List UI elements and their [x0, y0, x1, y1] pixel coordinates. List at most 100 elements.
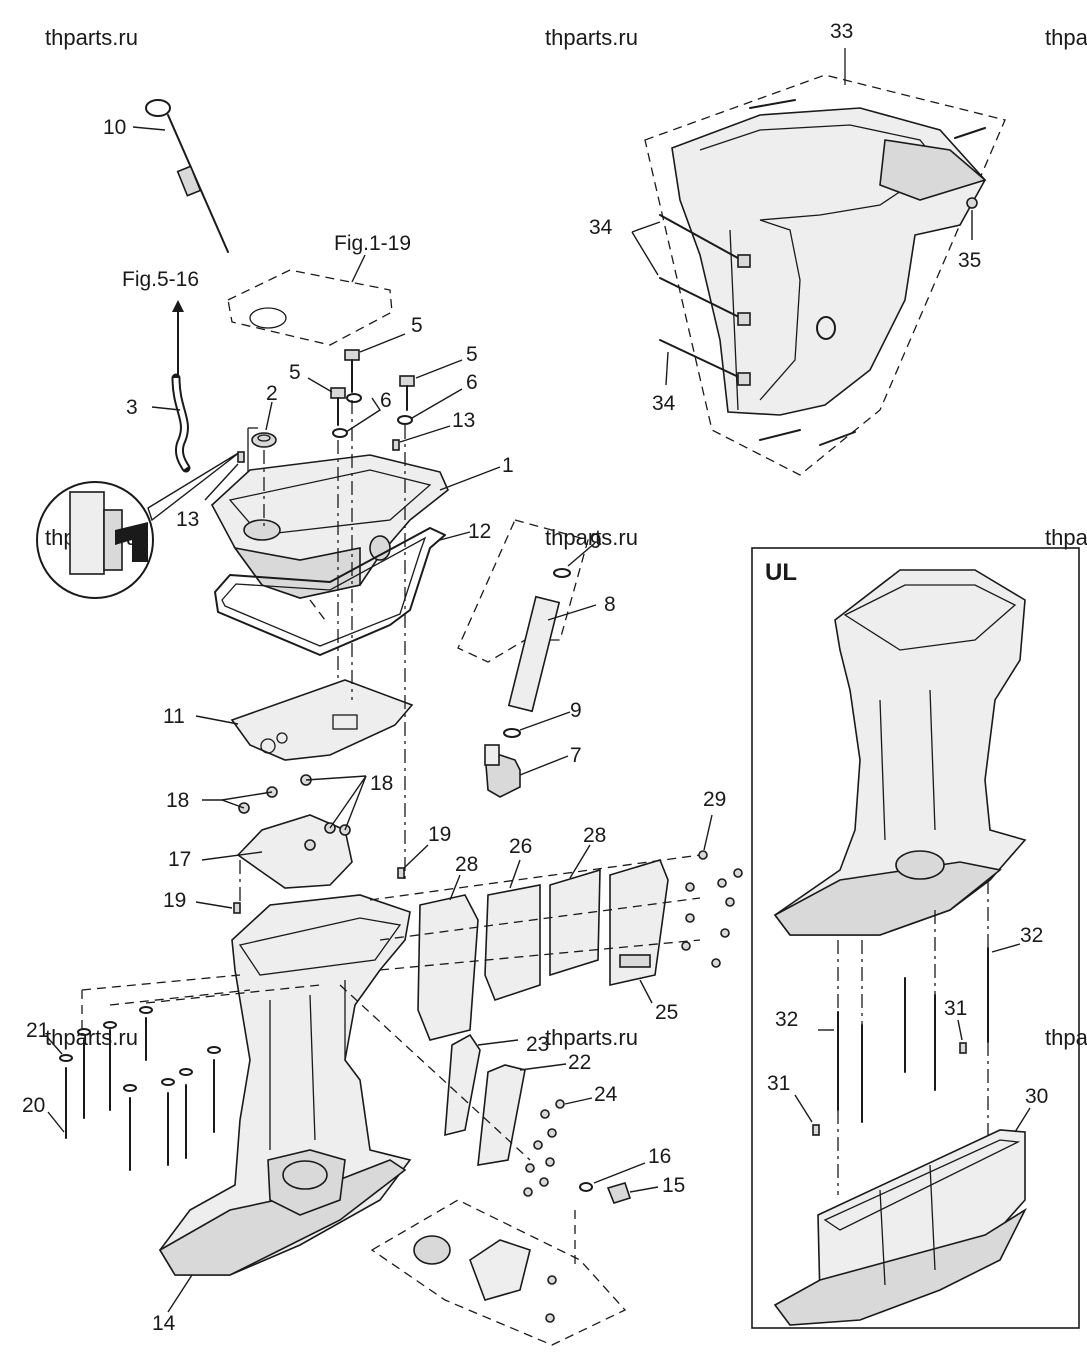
- washer-21: [123, 1084, 137, 1092]
- leader-18: [202, 799, 245, 809]
- washer-21: [139, 1006, 153, 1014]
- rear-plates: [339, 984, 593, 1197]
- washer-21: [207, 1046, 221, 1054]
- watermark: thparts.ru: [45, 1025, 138, 1050]
- plate-28: [417, 894, 479, 1041]
- bolt-29: [685, 913, 695, 923]
- plate-28: [549, 868, 601, 977]
- leader-5: [307, 377, 333, 393]
- leader-9: [519, 711, 571, 731]
- side-plates: [369, 814, 743, 1041]
- leader-5: [359, 333, 406, 353]
- leader-19: [195, 901, 233, 909]
- apron-hole: [816, 316, 836, 340]
- callout-label: 18: [370, 772, 393, 795]
- callout-label: 5: [466, 343, 478, 366]
- leader-2: [265, 401, 273, 431]
- bolt-5-head: [330, 387, 346, 399]
- ul-frame: [751, 547, 1080, 1329]
- gasket-11-port: [332, 714, 358, 730]
- callout-label: 22: [568, 1051, 591, 1074]
- callout-label: 20: [22, 1094, 45, 1117]
- callout-label: 12: [468, 520, 491, 543]
- washer-21: [179, 1068, 193, 1076]
- casing-14-plate: [158, 1159, 407, 1276]
- watermark: thparts.ru: [545, 1025, 638, 1050]
- ul-variant-box: UL: [751, 547, 1080, 1329]
- detail-shaft: [69, 491, 105, 575]
- callout-label: 26: [509, 835, 532, 858]
- callout-label: 6: [380, 389, 392, 412]
- callout-label: 18: [166, 789, 189, 812]
- watermark: thparts.ru: [1045, 25, 1087, 50]
- washer-21: [103, 1021, 117, 1029]
- leader-8: [547, 604, 597, 621]
- leader-14: [167, 1274, 193, 1313]
- callout-label: 21: [26, 1019, 49, 1042]
- gasket-hole: [249, 307, 287, 329]
- plate-25-clip: [619, 954, 651, 968]
- callout-label: 25: [655, 1001, 678, 1024]
- guide-1-bore: [243, 519, 281, 541]
- seal-12-inner: [221, 536, 427, 647]
- leader-18: [305, 775, 367, 781]
- leader-17: [201, 851, 263, 861]
- arrow-head: [172, 300, 184, 312]
- bolt-24: [523, 1187, 533, 1197]
- top-gasket: [227, 254, 393, 346]
- detail-clip: [115, 522, 148, 562]
- grommet-9: [503, 728, 521, 738]
- washer-21: [161, 1078, 175, 1086]
- leader-6: [345, 397, 381, 433]
- lower-bolt: [547, 1275, 557, 1285]
- leader-26: [509, 859, 521, 889]
- callout-label: 7: [570, 744, 582, 767]
- callout-label: 31: [767, 1072, 790, 1095]
- callout-label: 28: [455, 853, 478, 876]
- leader-32: [991, 943, 1021, 953]
- callout-label: 16: [648, 1145, 671, 1168]
- callout-label: 14: [152, 1312, 176, 1335]
- washer-6: [332, 428, 348, 438]
- leader-29: [703, 814, 713, 851]
- plate-22: [477, 1064, 526, 1166]
- bolt-5-head: [399, 375, 415, 387]
- callout-label: 13: [176, 508, 199, 531]
- ul-casing-port: [895, 850, 945, 880]
- callout-label: 2: [266, 382, 278, 405]
- leader-24: [564, 1097, 593, 1105]
- callout-label: 28: [583, 824, 606, 847]
- bolt-18: [304, 839, 316, 851]
- bolt-24: [545, 1157, 555, 1167]
- detail-circle: [36, 481, 154, 599]
- bolt-24: [540, 1109, 550, 1119]
- leader-23: [477, 1039, 519, 1046]
- leader-13: [399, 425, 451, 443]
- watermark: thparts.ru: [1045, 1025, 1087, 1050]
- gasket-11-hole: [276, 732, 288, 744]
- apron-strip: [954, 127, 986, 139]
- leader-28: [449, 874, 461, 901]
- leader-11: [195, 715, 239, 725]
- grommet-9: [553, 568, 571, 578]
- bolt-29: [717, 878, 727, 888]
- screw-34: [659, 214, 746, 263]
- figure-references: Fig.1-19 Fig.5-16: [122, 232, 411, 291]
- watermark: thparts.ru: [1045, 525, 1087, 550]
- seal-2-inner: [257, 434, 271, 442]
- tube-8: [507, 595, 561, 713]
- leader-fig-1-19: [351, 254, 366, 283]
- ul-casing-plate: [773, 861, 1002, 936]
- lower-bolt: [545, 1313, 555, 1323]
- callout-label: 17: [168, 848, 191, 871]
- callout-label: 3: [126, 396, 138, 419]
- fig-5-16-reference: Fig.5-16: [122, 268, 199, 291]
- plate-guide: [379, 897, 701, 941]
- bolt-guide: [109, 989, 251, 1006]
- leader-30: [1014, 1107, 1031, 1133]
- apron-dashed-outline: [644, 74, 1006, 476]
- bottom-parts: [370, 1162, 659, 1346]
- leader-18: [329, 775, 367, 829]
- fitting-7-neck: [484, 744, 500, 766]
- washer-6: [346, 393, 362, 403]
